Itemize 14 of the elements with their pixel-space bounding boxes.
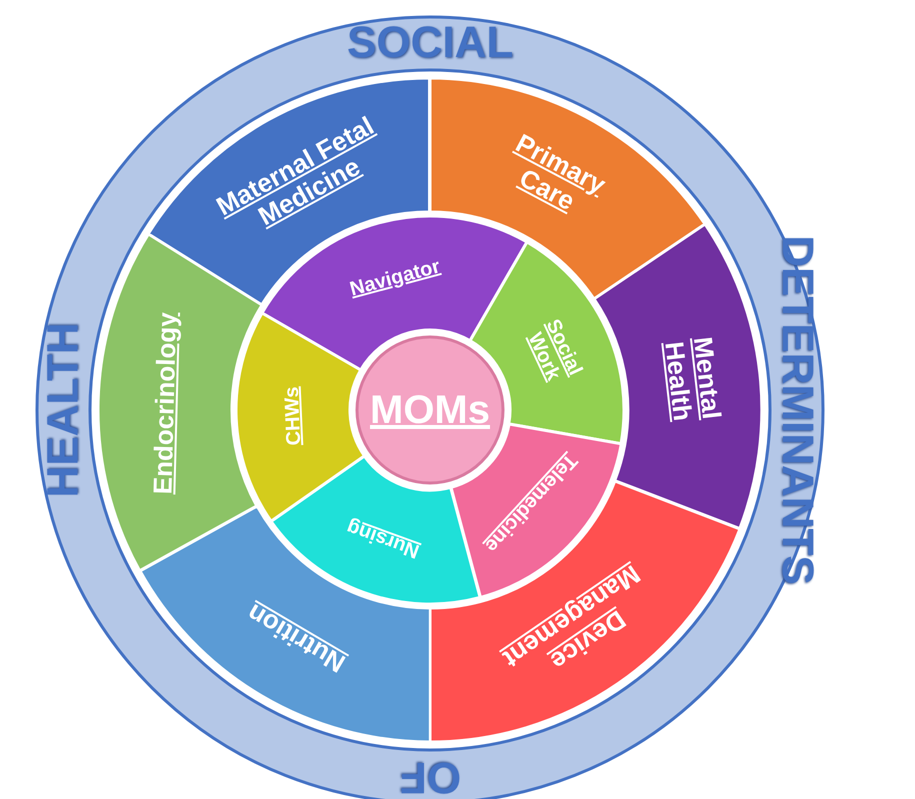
ring-heading: SOCIAL [347,18,514,68]
ring-heading: OF [400,752,461,799]
piece-label: MOMs [369,388,491,432]
ring-heading: DETERMINANTS [772,235,822,585]
piece-label: Mental Health [658,334,728,425]
outer-puzzle-piece [140,506,430,742]
inner-puzzle-piece [271,456,480,604]
outer-puzzle-piece [594,224,762,529]
ring-heading: HEALTH [38,322,88,498]
piece-label: Endocrinology [148,310,182,496]
piece-label: CHWs [280,385,306,448]
ring-band [35,15,825,799]
piece-label: Navigator [346,254,443,302]
outer-puzzle-piece [98,234,262,571]
